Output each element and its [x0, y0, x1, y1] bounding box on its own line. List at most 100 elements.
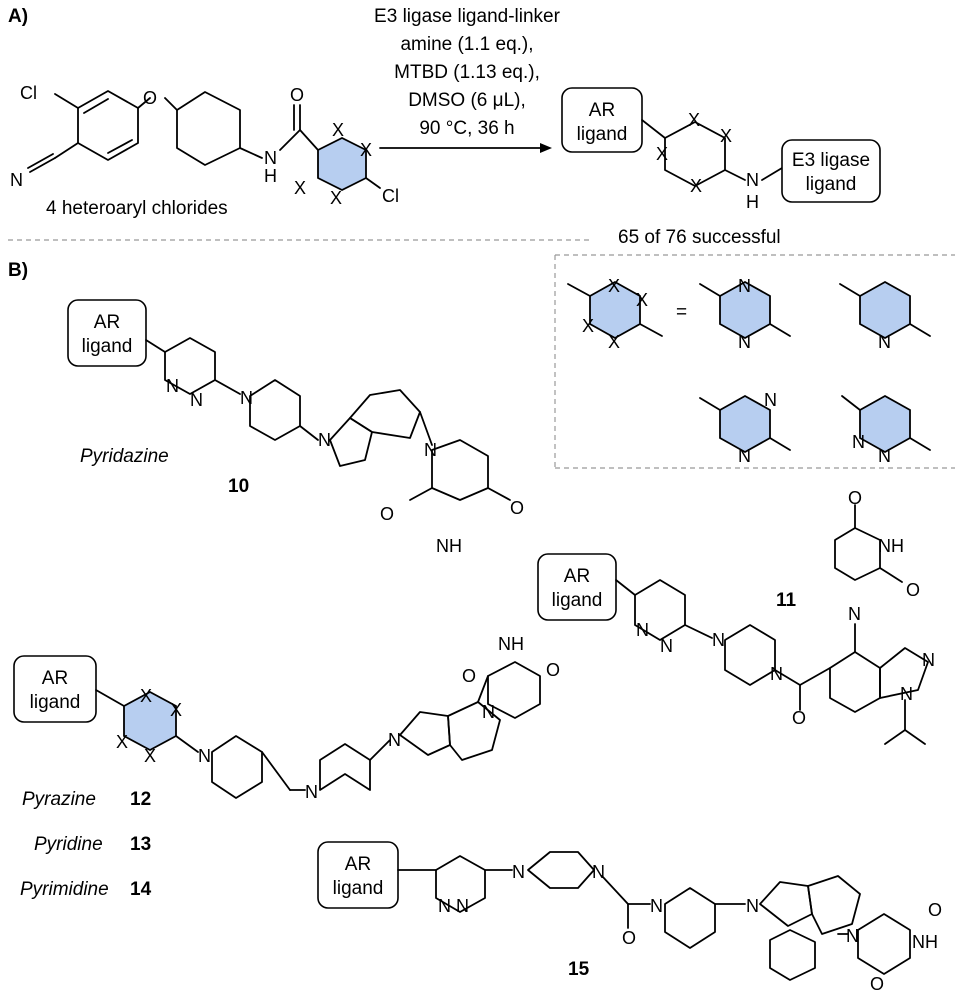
cmpd15-n-5: N — [650, 896, 663, 916]
product-atom-x-4: X — [690, 176, 702, 196]
cmpd11-n-7: N — [900, 684, 913, 704]
pyrimidine-n-2: N — [738, 446, 751, 466]
pyridazine-n-1: N — [852, 432, 865, 452]
cmpd15-number: 15 — [568, 959, 590, 980]
condition-line-2: amine (1.1 eq.), — [400, 34, 533, 55]
cmpd15-ar-line-2: ligand — [333, 878, 384, 899]
reaction-arrow — [379, 143, 552, 153]
legend-equals: = — [676, 302, 687, 323]
legend-x-1: X — [608, 276, 620, 296]
cmpd15-structure — [397, 851, 911, 981]
cmpd11-n-2: N — [660, 636, 673, 656]
cmpd10-n-4: N — [318, 430, 331, 450]
pyridazine-n-2: N — [878, 446, 891, 466]
product-ring — [641, 119, 783, 187]
atom-x-1: X — [332, 120, 344, 140]
cmpd15-n-6: N — [746, 896, 759, 916]
condition-line-5: 90 °C, 36 h — [419, 118, 514, 139]
product-ar-line-2: ligand — [577, 124, 628, 145]
cmpd12-x-1: X — [140, 686, 152, 706]
cmpd15-n-1: N — [438, 896, 451, 916]
cmpd10-o-1: O — [380, 504, 394, 524]
cmpd10-nh: NH — [436, 536, 462, 556]
product-atom-x-3: X — [656, 144, 668, 164]
cmpd10-ar-line-1: AR — [94, 312, 120, 333]
cmpd15-ar-line-1: AR — [345, 854, 371, 875]
atom-n-amide: N — [264, 148, 277, 168]
cmpd10-n-5: N — [424, 440, 437, 460]
heteroaryl-legend — [567, 280, 931, 454]
cmpd15-nh: NH — [912, 932, 938, 952]
cmpd11-number: 11 — [776, 590, 797, 611]
cmpd11-o-2: O — [848, 488, 862, 508]
cmpd10-number: 10 — [228, 476, 249, 497]
cmpd15-n-7: N — [846, 926, 859, 946]
cmpd15-n-2: N — [456, 896, 469, 916]
atom-o: O — [143, 88, 157, 108]
legend-x-2: X — [636, 290, 648, 310]
product-atom-x-1: X — [688, 110, 700, 130]
reactant-structure — [27, 90, 381, 192]
cmpd12-o-2: O — [546, 660, 560, 680]
condition-line-3: MTBD (1.13 eq.), — [394, 62, 540, 83]
cmpd12-number: 12 — [130, 789, 151, 810]
panel-b-label: B) — [8, 260, 28, 281]
cmpd12-x-4: X — [144, 746, 156, 766]
yield-text: 65 of 76 successful — [618, 227, 781, 248]
cmpd10-structure — [145, 337, 511, 501]
cmpd10-n-1: N — [166, 376, 179, 396]
cmpd12-n-3: N — [388, 730, 401, 750]
cmpd12-ar-box — [13, 655, 97, 723]
legend-x-3: X — [582, 316, 594, 336]
condition-line-4: DMSO (6 μL), — [408, 90, 526, 111]
product-e3-line-1: E3 ligase — [792, 150, 870, 171]
pyrazine-n-2: N — [738, 332, 751, 352]
cmpd10-n-2: N — [190, 390, 203, 410]
atom-o-amide: O — [290, 85, 304, 105]
product-atom-x-2: X — [720, 126, 732, 146]
cmpd12-n-2: N — [305, 782, 318, 802]
product-e3-line-2: ligand — [806, 174, 857, 195]
cmpd11-structure — [615, 504, 929, 745]
product-atom-h: H — [746, 192, 759, 212]
cmpd15-n-3: N — [512, 862, 525, 882]
cmpd15-n-4: N — [592, 862, 605, 882]
cmpd10-ar-line-2: ligand — [82, 336, 133, 357]
cmpd12-o-1: O — [462, 666, 476, 686]
cmpd12-n-1: N — [198, 746, 211, 766]
cmpd12-structure — [95, 661, 541, 799]
atom-h-amide: H — [264, 166, 277, 186]
cmpd11-o-1: O — [792, 708, 806, 728]
atom-x-2: X — [360, 140, 372, 160]
cmpd11-ar-box — [537, 553, 617, 621]
cmpd11-ar-line-2: ligand — [552, 590, 603, 611]
cmpd10-name: Pyridazine — [80, 446, 169, 467]
atom-n-nitrile: N — [10, 170, 23, 190]
cmpd11-o-3: O — [906, 580, 920, 600]
condition-line-1: E3 ligase ligand-linker — [374, 6, 561, 27]
pyrazine-n-1: N — [738, 276, 751, 296]
cmpd12-nh: NH — [498, 634, 524, 654]
cmpd10-ar-box — [67, 299, 147, 367]
atom-x-4: X — [330, 188, 342, 208]
cmpd11-ar-line-1: AR — [564, 566, 590, 587]
cmpd15-o-2: O — [928, 900, 942, 920]
cmpd15-ar-box — [317, 841, 399, 909]
cmpd10-n-3: N — [240, 388, 253, 408]
cmpd11-n-1: N — [636, 620, 649, 640]
atom-cl: Cl — [20, 83, 37, 103]
cmpd12-ar-line-2: ligand — [30, 692, 81, 713]
cmpd13-number: 13 — [130, 834, 151, 855]
cmpd11-nh: NH — [878, 536, 904, 556]
cmpd12-n-4: N — [482, 702, 495, 722]
cmpd10-o-2: O — [510, 498, 524, 518]
product-ar-line-1: AR — [589, 100, 615, 121]
cmpd14-name: Pyrimidine — [20, 879, 109, 900]
cmpd15-o-1: O — [622, 928, 636, 948]
cmpd11-n-4: N — [770, 664, 783, 684]
cmpd12-x-3: X — [116, 732, 128, 752]
legend-x-4: X — [608, 332, 620, 352]
cmpd11-n-5: N — [848, 604, 861, 624]
atom-cl-2: Cl — [382, 186, 399, 206]
